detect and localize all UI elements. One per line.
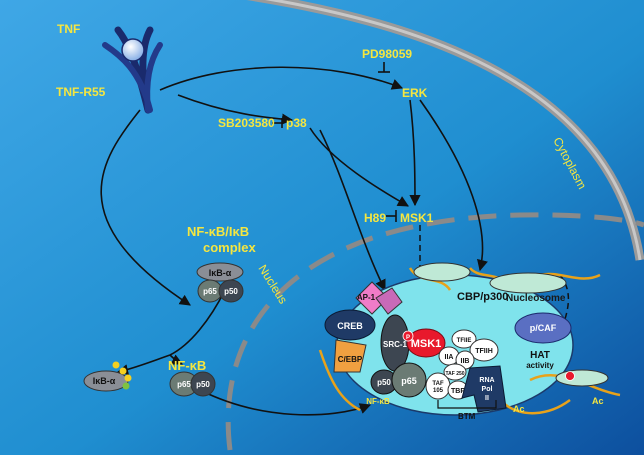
label-nfkb-nuclear: NF-κB [366,397,390,406]
label-p65-nuclear: p65 [401,376,417,386]
label-rna: RNA [479,377,494,384]
p65-free-label: p65 [177,380,191,389]
p65-nuclear-shape [391,362,427,398]
p50-bound-label: p50 [224,287,238,296]
arrow-erk-msk1 [409,99,421,207]
ap1-shape [375,287,403,315]
label-sb203580: SB203580 [218,116,275,130]
label-pcaf: p/CAF [530,323,557,333]
label-hat-activity: activity [526,361,554,370]
label-iib: IIB [461,358,470,365]
label-ii: II [485,395,489,402]
arrow-receptor-p38 [177,94,294,125]
taf250-shape [443,363,467,381]
arrow-p38-msk1 [309,127,409,207]
label-tnf-r55: TNF-R55 [56,85,106,99]
label-p50-nuclear: p50 [377,378,391,387]
label-taf105: TAF [432,381,444,387]
label-ap1: AP-1 [357,293,376,302]
label-tfiie: TFIIE [457,338,472,344]
label-complex: complex [203,240,257,255]
rna-pol-ii-shape [461,365,507,413]
label-btm: BTM [458,412,476,421]
label-hat: HAT [530,350,550,361]
nucleosome-shape [413,262,471,282]
p65-bound-label: p65 [203,287,217,296]
arrow-nfkb-nucleus [199,389,372,416]
transcription-complex: Nucleosome AP-1 CREB C/EBP SRC-1 CBP/p30… [318,262,621,421]
free-ikba: IκB-α [83,361,132,392]
label-taf105-num: 105 [433,388,444,394]
tfiie-shape [451,329,477,349]
arrow-receptor-complex [100,109,191,306]
pcaf-shape [514,312,572,344]
pathway-labels: TNF TNF-R55 PD98059 ERK SB203580 p38 H89… [56,22,434,373]
nucleosome-shape [555,369,609,387]
p50-free-label: p50 [196,380,210,389]
nfkb-ikb-complex: IκB-α p65 p50 [196,262,244,303]
label-msk1: MSK1 [400,211,434,225]
label-erk: ERK [402,86,428,100]
cebp-shape [333,339,367,373]
dashed-nucleosome-hat [543,274,570,371]
arrow-p38-nucleus [319,129,386,292]
label-nucleosome: Nucleosome [506,293,566,304]
label-pol: Pol [482,386,493,393]
btm-bracket [437,400,497,409]
ubiquitin-dot [119,367,127,375]
arrow-receptor-erk [159,66,404,91]
label-creb: CREB [337,321,363,331]
label-msk1-complex: MSK1 [411,338,442,350]
ubiquitin-dot [124,374,132,382]
arrow-to-nfkb [169,354,184,365]
nucleosome-shape [489,272,567,294]
cell-membrane-highlight [264,0,642,261]
nuclear-membrane [225,212,644,451]
ikba-bound-shape [196,262,244,282]
label-tnf: TNF [57,22,80,36]
creb-shape [324,309,376,341]
phospho-label: P [406,335,410,341]
label-cebp: C/EBP [338,355,363,364]
label-iia: IIA [445,354,454,361]
free-nfkb: p65 p50 [169,371,216,397]
label-ac-1: Ac [513,404,525,414]
label-h89: H89 [364,211,386,225]
p50-bound-shape [218,279,244,303]
signaling-arrows [100,66,488,416]
ubiquitin-dot [112,361,120,369]
label-tbp: TBP [451,388,465,395]
label-src1: SRC-1 [383,340,408,349]
p50-free-shape [190,371,216,397]
label-taf250: TAF 250 [445,371,464,377]
label-pd98059: PD98059 [362,47,412,61]
label-nfkb-ikb: NF-κB/IκB [187,224,249,239]
tfiih-shape [469,338,499,362]
arrow-erk-cbp [419,99,488,272]
ikba-free-label: IκB-α [93,376,116,386]
phospho-icon [565,371,575,381]
line-complex-split [169,289,226,356]
ubiquitin-dot [122,382,130,390]
label-tfiih: TFIIH [475,348,493,355]
dna-strand [318,349,361,412]
phospho-icon [402,330,414,342]
label-nfkb: NF-κB [168,358,206,373]
msk1-shape [406,328,446,358]
label-ac-2: Ac [592,396,604,406]
dna-strand [499,398,571,415]
inhibitor-marks [272,62,397,222]
ikba-bound-label: IκB-α [209,268,232,278]
tnf-ligand-icon [121,38,145,62]
label-cbp-p300: CBP/p300 [457,291,508,303]
tnf-receptor-icon [102,26,163,114]
label-p38: p38 [286,116,307,130]
